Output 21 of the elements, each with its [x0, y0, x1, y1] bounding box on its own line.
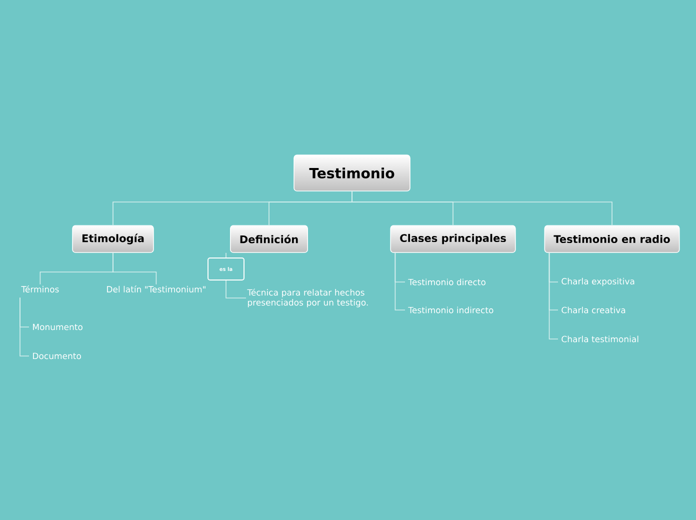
subtopic-box: Testimonio en radio [544, 225, 680, 253]
branch-text: Del latín "Testimonium" [107, 286, 206, 292]
branch-text: Términos [21, 286, 59, 292]
branch-text: Testimonio directo [408, 278, 486, 286]
branch-text: Documento [33, 352, 81, 360]
branch-text: Técnica para relatar hechos presenciados por un testigo. [247, 288, 368, 308]
subtopic-box: Definición [230, 225, 308, 253]
subtopic-box: Etimología [72, 225, 154, 253]
subtopic-box: Clases principales [390, 225, 516, 253]
connector-line [226, 280, 246, 298]
branch-text: Charla testimonial [562, 336, 638, 342]
branch-text: Testimonio indirecto [408, 306, 494, 314]
connector-line [394, 252, 406, 310]
branch-text: Charla creativa [562, 306, 626, 314]
connector-line [548, 252, 558, 340]
topic-box: Testimonio [294, 154, 410, 192]
connector-line [112, 252, 157, 285]
connector-line [352, 191, 612, 226]
branch-text: Monumento [33, 324, 82, 330]
branch-text: Charla expositiva [562, 278, 634, 286]
connector-line [20, 297, 30, 356]
